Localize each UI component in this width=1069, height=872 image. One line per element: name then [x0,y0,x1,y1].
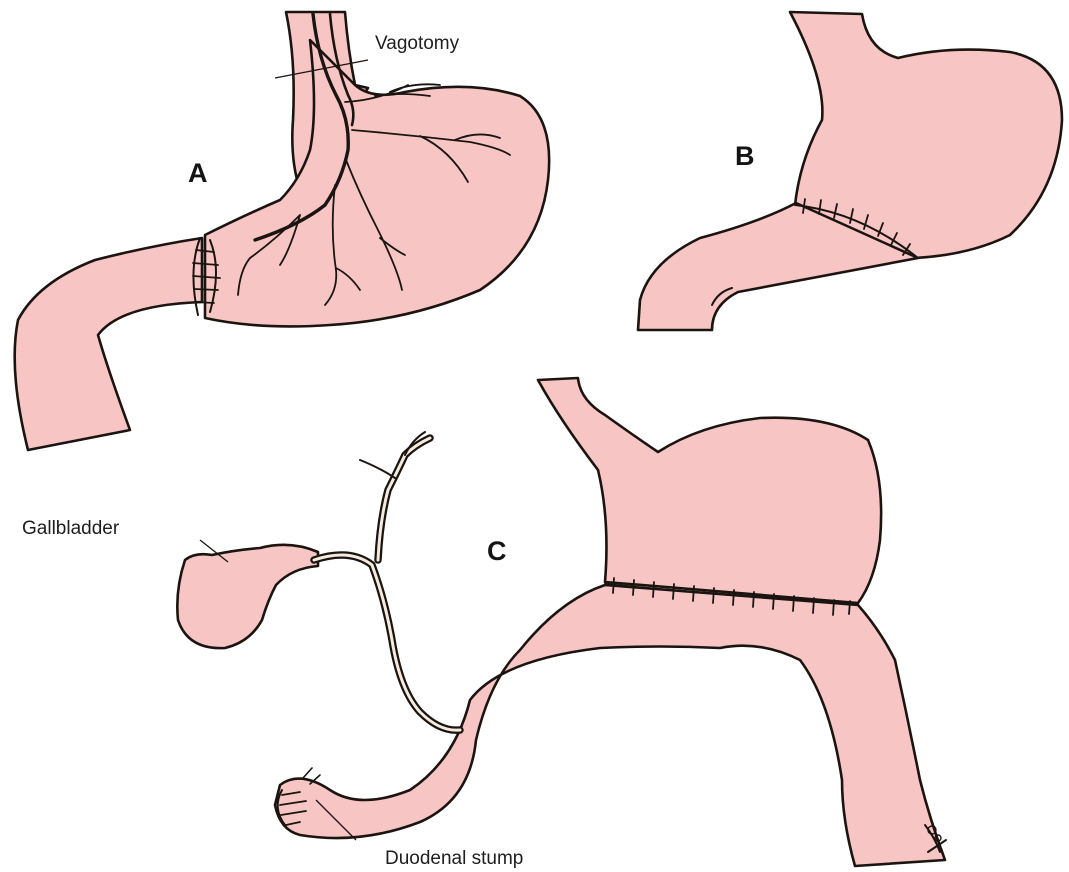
panel-a-stomach [205,40,549,326]
panel-c-gastric-remnant [538,378,881,603]
panel-b [638,12,1062,330]
panel-c [177,378,946,866]
panel-c-gallbladder [177,545,318,648]
panel-c-jejunal-limb [275,585,945,866]
gallbladder-label: Gallbladder [22,518,120,539]
panel-label-c: C [487,536,507,566]
panel-c-bile-duct [314,432,460,730]
vagotomy-label: Vagotomy [375,33,460,54]
panel-a [15,12,550,450]
duodenal-stump-label: Duodenal stump [385,848,523,869]
panel-label-b: B [735,141,755,171]
panel-label-a: A [188,158,208,188]
panel-a-duodenum [15,238,202,450]
